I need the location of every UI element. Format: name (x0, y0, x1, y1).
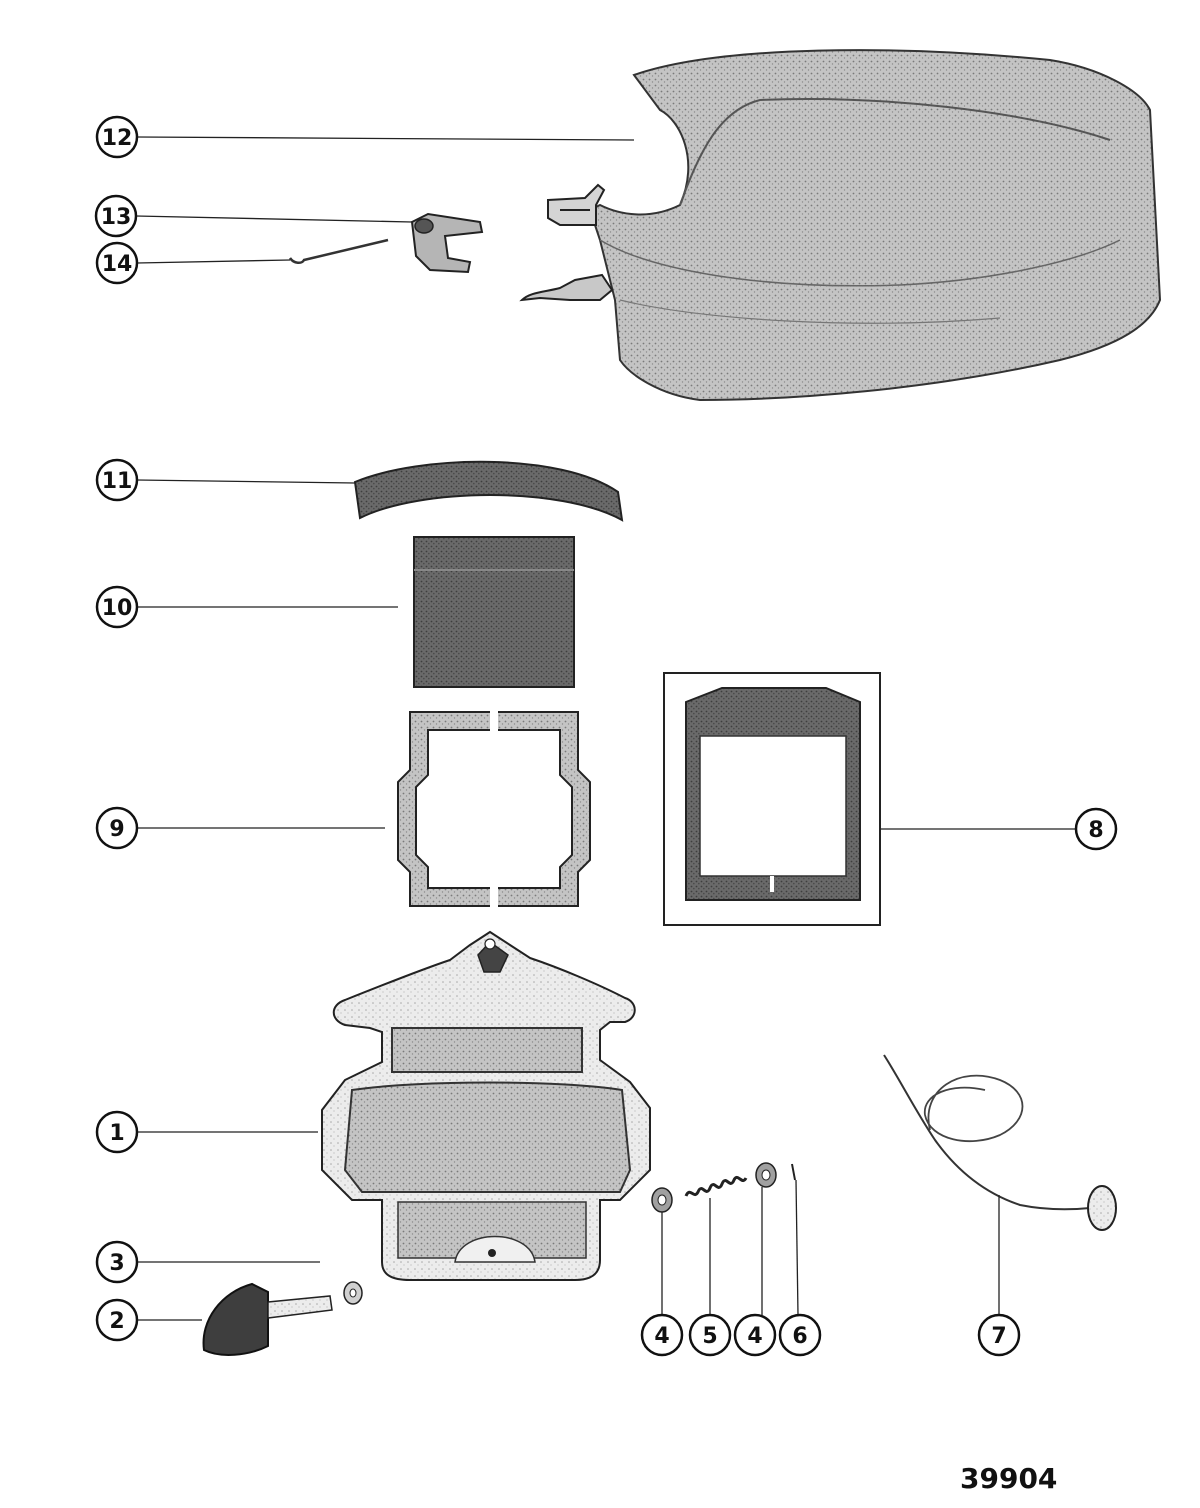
callout-4-left: 4 (640, 1313, 684, 1357)
part-13-clamp (410, 212, 484, 274)
callout-label: 4 (747, 1324, 762, 1349)
callout-label: 11 (102, 469, 133, 494)
band-clip-lower (519, 273, 614, 302)
callout-2: 2 (95, 1298, 139, 1342)
callout-label: 6 (792, 1324, 807, 1349)
callout-label: 10 (102, 596, 133, 621)
callout-label: 3 (109, 1251, 124, 1276)
callout-14: 14 (95, 241, 139, 285)
callout-10: 10 (95, 585, 139, 629)
part-3-washer (343, 1281, 363, 1305)
callout-label: 2 (109, 1309, 124, 1334)
callout-label: 7 (991, 1324, 1006, 1349)
callout-6: 6 (778, 1313, 822, 1357)
callout-13: 13 (94, 194, 138, 238)
callout-1: 1 (95, 1110, 139, 1154)
part-10-pad (413, 536, 575, 688)
callout-3: 3 (95, 1240, 139, 1284)
callout-9: 9 (95, 806, 139, 850)
callout-label: 12 (102, 126, 133, 151)
part-9-gasket (397, 710, 591, 908)
callout-12: 12 (95, 115, 139, 159)
callout-label: 4 (654, 1324, 669, 1349)
callout-5: 5 (688, 1313, 732, 1357)
callout-label: 9 (109, 817, 124, 842)
part-2-knob (202, 1282, 333, 1356)
callout-label: 8 (1088, 818, 1103, 843)
callout-label: 13 (101, 205, 132, 230)
callout-label: 1 (109, 1121, 124, 1146)
callout-label: 5 (702, 1324, 717, 1349)
leader-lines (135, 136, 1076, 1321)
part-7-cable (883, 1054, 1117, 1231)
callout-8: 8 (1074, 807, 1118, 851)
figure-number: 39904 (960, 1462, 1058, 1495)
leader-14 (136, 259, 291, 264)
callout-label: 14 (102, 252, 133, 277)
callout-4-right: 4 (733, 1313, 777, 1357)
part-12-band (588, 49, 1162, 402)
part-1-housing (321, 930, 651, 1281)
leader-6 (795, 1179, 799, 1316)
part-14-hook (288, 238, 389, 264)
part-6-pin (791, 1163, 796, 1181)
leader-11 (136, 479, 356, 484)
part-8-cover (663, 672, 881, 926)
part-11-strip (353, 460, 624, 522)
leader-13 (135, 215, 413, 223)
callout-7: 7 (977, 1313, 1021, 1357)
part-5-spring (684, 1175, 748, 1197)
leader-12 (136, 136, 635, 141)
part-4-washer-left (651, 1187, 673, 1213)
part-4-washer-right (755, 1162, 777, 1188)
callout-11: 11 (95, 458, 139, 502)
band-clip-upper (547, 183, 606, 226)
